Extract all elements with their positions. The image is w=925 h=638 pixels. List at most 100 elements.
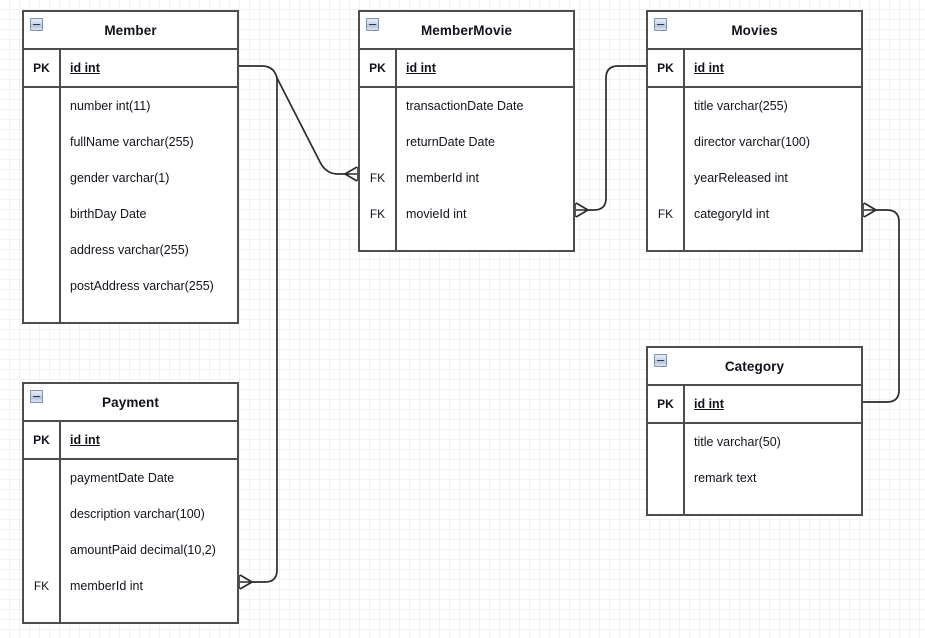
pk-divider [24, 86, 237, 88]
attribute-filler-row [24, 604, 237, 622]
attribute-group: title varchar(50) remark text [648, 424, 861, 514]
entity-title: Movies [731, 22, 778, 38]
attribute-row[interactable]: returnDate Date [360, 124, 573, 160]
attribute-name: description varchar(100) [70, 507, 205, 521]
attribute-row[interactable]: PK id int [24, 422, 237, 458]
attribute-key [648, 160, 685, 196]
collapse-minus-icon[interactable] [30, 390, 43, 403]
attribute-group: PK id int [360, 50, 573, 86]
attribute-key: PK [360, 50, 397, 86]
attribute-key: PK [648, 386, 685, 422]
attribute-name: number int(11) [70, 99, 151, 113]
collapse-minus-icon[interactable] [654, 18, 667, 31]
filler-key-cell [24, 304, 61, 322]
attribute-row[interactable]: yearReleased int [648, 160, 861, 196]
entity-header-category[interactable]: Category [648, 348, 861, 386]
attribute-key: PK [24, 50, 61, 86]
attribute-key: FK [24, 568, 61, 604]
attribute-key [24, 124, 61, 160]
attribute-row[interactable]: address varchar(255) [24, 232, 237, 268]
attribute-row[interactable]: PK id int [24, 50, 237, 86]
entity-title: MemberMovie [420, 22, 513, 38]
entity-header-payment[interactable]: Payment [24, 384, 237, 422]
attribute-name: transactionDate Date [406, 99, 524, 113]
attribute-row[interactable]: number int(11) [24, 88, 237, 124]
attribute-row[interactable]: director varchar(100) [648, 124, 861, 160]
attribute-key [24, 88, 61, 124]
entity-title: Payment [102, 394, 159, 410]
attribute-key [648, 88, 685, 124]
attribute-name: amountPaid decimal(10,2) [70, 543, 216, 557]
attribute-key [24, 460, 61, 496]
attribute-name: id int [406, 61, 436, 75]
attribute-row[interactable]: paymentDate Date [24, 460, 237, 496]
attribute-name: yearReleased int [694, 171, 788, 185]
attribute-filler-row [360, 232, 573, 250]
attribute-key: FK [360, 196, 397, 232]
attribute-row[interactable]: postAddress varchar(255) [24, 268, 237, 304]
attribute-row[interactable]: transactionDate Date [360, 88, 573, 124]
attribute-name: postAddress varchar(255) [70, 279, 214, 293]
attribute-group: number int(11) fullName varchar(255) gende… [24, 88, 237, 322]
attribute-name: id int [70, 433, 100, 447]
attribute-group: PK id int [24, 422, 237, 458]
filler-name-cell [60, 604, 237, 622]
attribute-key [24, 496, 61, 532]
attribute-name: paymentDate Date [70, 471, 175, 485]
entity-header-member[interactable]: Member [24, 12, 237, 50]
attribute-row[interactable]: title varchar(255) [648, 88, 861, 124]
attribute-name: returnDate Date [406, 135, 495, 149]
attribute-row[interactable]: amountPaid decimal(10,2) [24, 532, 237, 568]
attribute-filler-row [648, 496, 861, 514]
attribute-row[interactable]: title varchar(50) [648, 424, 861, 460]
attribute-key [360, 88, 397, 124]
attribute-name: title varchar(50) [694, 435, 781, 449]
attribute-key [648, 124, 685, 160]
attribute-key: PK [24, 422, 61, 458]
collapse-minus-icon[interactable] [30, 18, 43, 31]
attribute-name: gender varchar(1) [70, 171, 170, 185]
attribute-row[interactable]: remark text [648, 460, 861, 496]
collapse-minus-icon[interactable] [366, 18, 379, 31]
attribute-row[interactable]: birthDay Date [24, 196, 237, 232]
attribute-name: id int [70, 61, 100, 75]
attribute-key [24, 532, 61, 568]
filler-name-cell [684, 232, 861, 250]
attribute-group: paymentDate Date description varchar(100)… [24, 460, 237, 622]
filler-name-cell [396, 232, 573, 250]
attribute-key [24, 268, 61, 304]
entity-header-membermovie[interactable]: MemberMovie [360, 12, 573, 50]
attribute-row[interactable]: fullName varchar(255) [24, 124, 237, 160]
entity-title: Category [724, 358, 785, 374]
entity-header-movies[interactable]: Movies [648, 12, 861, 50]
attribute-key [360, 124, 397, 160]
filler-key-cell [24, 604, 61, 622]
filler-name-cell [684, 496, 861, 514]
attribute-row[interactable]: gender varchar(1) [24, 160, 237, 196]
attribute-key: FK [648, 196, 685, 232]
pk-divider [24, 458, 237, 460]
collapse-minus-icon[interactable] [654, 354, 667, 367]
attribute-name: id int [694, 61, 724, 75]
attribute-key [24, 160, 61, 196]
pk-divider [648, 422, 861, 424]
attribute-row[interactable]: PK id int [360, 50, 573, 86]
attribute-row[interactable]: description varchar(100) [24, 496, 237, 532]
attribute-name: memberId int [406, 171, 479, 185]
attribute-filler-row [24, 304, 237, 322]
attribute-key [24, 232, 61, 268]
